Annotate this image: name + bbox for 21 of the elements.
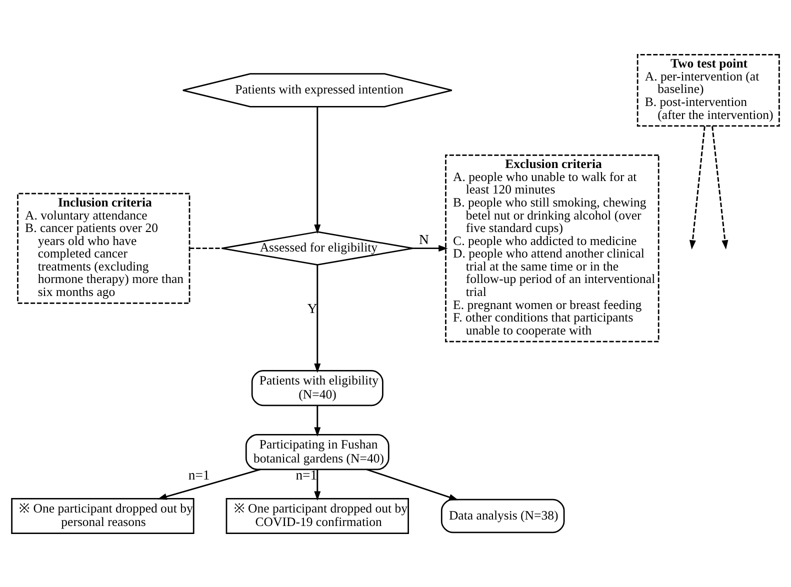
node-diamond: Assessed for eligibility	[221, 230, 414, 265]
connector	[190, 247, 222, 249]
arrow	[689, 126, 706, 250]
node-box: Patients with eligibility (N=40)	[251, 370, 384, 406]
arrow	[157, 468, 261, 500]
arrow	[314, 469, 321, 500]
arrow	[712, 126, 728, 250]
node-box: Participating in Fushan botanical gardens (N=40)	[245, 434, 390, 470]
node-box: Data analysis (N=38)	[440, 498, 565, 533]
arrow	[314, 264, 321, 372]
edge-label: N	[418, 231, 429, 246]
node-box: ※ One participant dropped out by COVID-19 confirmation	[226, 497, 409, 534]
node-box: ※ One participant dropped out by personal reasons	[11, 497, 194, 534]
arrow	[314, 106, 321, 234]
node-box: Inclusion criteria A. voluntary attendance B. cancer patients over 20 years old who have completed cancer treatments (excluding hormone therapy) more than six months ago	[17, 192, 190, 304]
node-box: Two test point A. per-intervention (at baseline) B. post-intervention (after the intervention)	[636, 53, 780, 126]
edge-label: n=1	[188, 466, 210, 482]
node-box: Exclusion criteria A. people who unable to walk for at least 120 minutes B. people who still smoking, chewing betel nut or drinking alcohol (over five standard cups) C. people who addicted to medicine D. people who attend another clinical trial at the same time or in the follow-up period of an interventional trial E. pregnant women or breast feeding F. other conditions that participants unable to cooperate with	[445, 154, 660, 342]
arrow	[314, 405, 321, 436]
arrow	[412, 244, 448, 252]
arrow	[366, 468, 458, 500]
